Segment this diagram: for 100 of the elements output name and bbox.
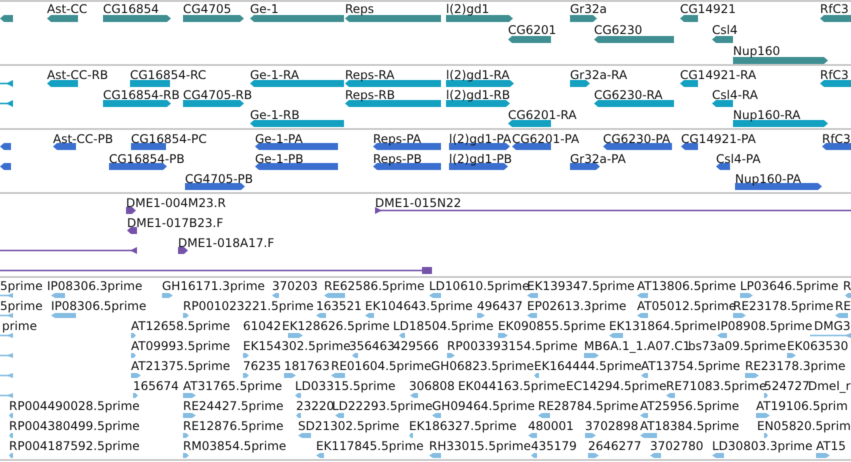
feature-label: CG4705 [183, 2, 232, 16]
feature-label: R [843, 279, 851, 293]
feature-label: Reps-RB [345, 88, 395, 102]
feature-label: Dmel_r [808, 379, 851, 393]
feature-label: CG14921-RA [680, 68, 756, 82]
feature-label: DME1-015N22 [375, 196, 462, 210]
feature-label: Ge-1-PB [255, 152, 304, 166]
feature-label: LD03315.5prime [295, 379, 396, 393]
feature-label: CG6230 [594, 23, 642, 37]
feature-label: EK090855.5prime [498, 319, 606, 333]
feature-label: EK131864.5prime [609, 319, 717, 333]
feature-label: CG14921-PA [681, 132, 756, 146]
feature-label: RP003393154.5prime [447, 339, 578, 353]
feature-label: Ge-1 [250, 2, 279, 16]
feature-label: 429566 [393, 339, 439, 353]
feature-label: EK063530 [787, 339, 848, 353]
feature-label: MB6A.1_1.A07.C1 [584, 339, 690, 353]
feature-label: RE23178.3prime [745, 359, 846, 373]
feature-label: CG6201-RA [508, 108, 577, 122]
feature-label: l(2)gd1-RA [446, 68, 510, 82]
feature-label: RP004490028.5prime [9, 399, 140, 413]
feature-label: IP08306.5prime [51, 299, 146, 313]
feature-label: LD10610.5prime [429, 279, 530, 293]
feature-label: AT19106.5prim [756, 399, 848, 413]
feature-label: 5prime [0, 299, 43, 313]
feature-label: RfC3 [820, 68, 849, 82]
feature-label: RE71083.5prime [666, 379, 766, 393]
feature-label: RM03854.5prime [183, 439, 286, 453]
feature-label: AT13754.5prime [641, 359, 740, 373]
feature-label: AT18384.5prime [640, 419, 740, 433]
feature-label: CG14921 [680, 2, 736, 16]
feature-label: LD30803.3prime [712, 439, 813, 453]
feature-label: 3702898 [585, 419, 638, 433]
feature-label: DMG3 [814, 319, 851, 333]
feature-label: AT12658.5prime [131, 319, 230, 333]
feature-label: bs73a09.5prime [688, 339, 786, 353]
feature-label: AT25956.5prime [640, 399, 740, 413]
feature-label: Ast-CC-RB [47, 68, 108, 82]
feature-label: GH09464.5prime [432, 399, 535, 413]
feature-label: Ge-1-PA [255, 132, 303, 146]
feature-label: Ast-CC-PB [53, 132, 114, 146]
feature-label: CG16854-PB [109, 152, 185, 166]
feature-label: RP001023221.5prime [183, 299, 314, 313]
feature-label: 306808 [409, 379, 455, 393]
feature-label: GH06823.5prime [431, 359, 534, 373]
feature-label: 496437 [477, 299, 523, 313]
feature-label: l(2)gd1-PB [449, 152, 512, 166]
feature-label: Reps-PB [373, 152, 422, 166]
feature-label: SD21302.5prime [298, 419, 400, 433]
feature-label: 76235 [243, 359, 282, 373]
feature-label: Ast-CC [47, 2, 88, 16]
feature-label: l(2)gd1-RB [446, 88, 510, 102]
feature-label: 370203 [272, 279, 318, 293]
feature-label: EK164444.5prime [534, 359, 642, 373]
feature-label: GH16171.3prime [162, 279, 265, 293]
feature-label: CG16854-RB [103, 88, 180, 102]
feature-label: CG6230-PA [603, 132, 670, 146]
feature-label: CG6201 [508, 23, 556, 37]
feature-label: 435179 [531, 439, 577, 453]
feature-label: RP004380499.5prime [9, 419, 140, 433]
feature-label: Reps [345, 2, 374, 16]
feature-label: AT15 [816, 439, 846, 453]
feature-label: EK139347.5prime [527, 279, 635, 293]
feature-label: LD22293.5prime [332, 399, 433, 413]
feature-label: DME1-018A17.F [178, 236, 274, 250]
feature-label: Reps-RA [345, 68, 394, 82]
feature-label: EK117845.5prime [316, 439, 424, 453]
feature-label: prime [2, 319, 37, 333]
feature-label: EK186327.5prime [409, 419, 517, 433]
feature-label: RE01604.5prime [331, 359, 432, 373]
feature-label: RE [835, 299, 851, 313]
feature-label: 165674 [133, 379, 179, 393]
feature-label: IP08908.5prime [717, 319, 812, 333]
feature-label: Gr32a [570, 2, 607, 16]
feature-label: EP02613.3prime [527, 299, 626, 313]
feature-label: RE62586.5prime [324, 279, 424, 293]
feature-label: AT13806.5prime [637, 279, 736, 293]
feature-label: Gr32a-RA [570, 68, 628, 82]
feature-label: EK104643.5prime [365, 299, 473, 313]
feature-label: 3702780 [650, 439, 704, 453]
feature-label: EK154302.5prime [243, 339, 351, 353]
feature-label: EN05820.5prim [757, 419, 851, 433]
feature-label: LP03646.5prime [740, 279, 839, 293]
feature-label: EK128626.5prime [282, 319, 390, 333]
feature-label: RE12876.5prime [183, 419, 284, 433]
feature-label: 23220 [296, 399, 334, 413]
feature-label: 5prime [0, 279, 43, 293]
feature-label: RE24427.5prime [183, 399, 284, 413]
feature-label: Nup160 [733, 44, 780, 58]
feature-label: 524727 [764, 379, 810, 393]
feature-label: CG16854 [103, 2, 159, 16]
feature-label: Nup160-PA [735, 172, 802, 186]
feature-label: Csl4-PA [716, 152, 761, 166]
feature-label: CG6230-RA [594, 88, 663, 102]
feature-label: EK044163.5prime [458, 379, 566, 393]
feature-label: 356463 [349, 339, 395, 353]
feature-label: CG16854-RC [130, 68, 206, 82]
feature-label: 480001 [528, 419, 574, 433]
feature-label: RE28784.5prime [538, 399, 638, 413]
feature-label: LD18504.5prime [393, 319, 494, 333]
